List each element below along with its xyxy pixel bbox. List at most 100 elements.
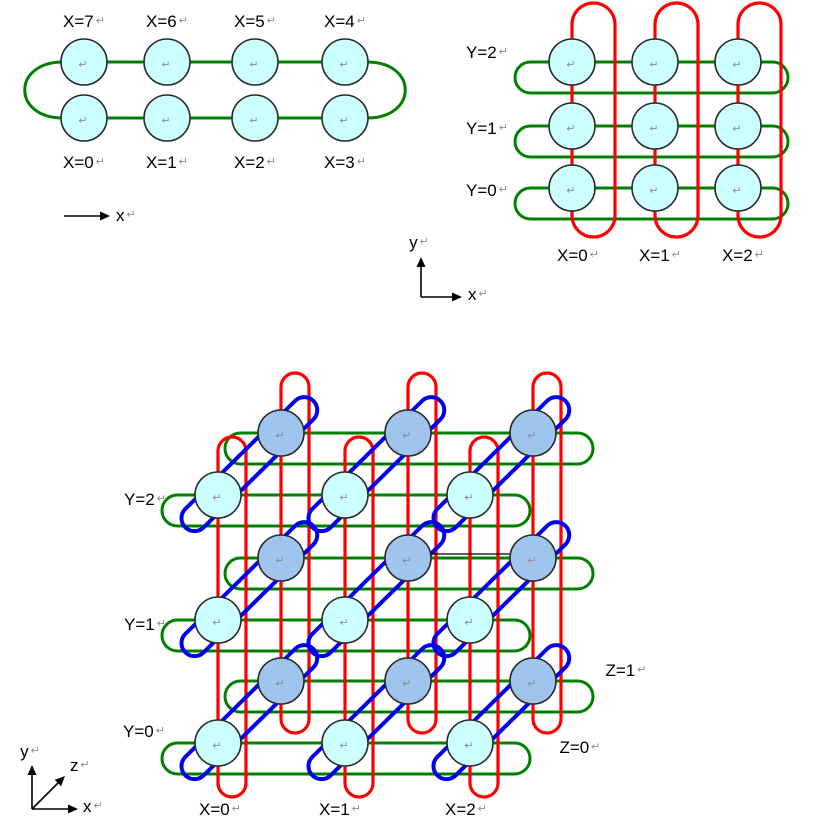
node-row-bottom	[143, 94, 191, 142]
z-wrap-loop-shape	[431, 395, 572, 534]
torus-node	[714, 164, 762, 212]
label-text: X=0	[199, 800, 230, 819]
return-mark: ↵	[478, 803, 487, 815]
z-wrap-loop-shape	[431, 643, 572, 782]
node-return-glyph: ↵	[464, 617, 473, 629]
label-text: X=0	[557, 246, 588, 265]
return-mark: ↵	[499, 122, 508, 134]
node-return-glyph: ↵	[212, 492, 221, 504]
axis-arrowhead	[416, 257, 426, 267]
return-mark: ↵	[267, 15, 276, 27]
row-label: Y=0↵	[123, 722, 165, 741]
torus-node-back	[509, 534, 557, 582]
torus-node	[548, 38, 596, 86]
node-return-glyph: ↵	[249, 115, 258, 127]
node-label-top: X=5↵	[234, 12, 276, 31]
label-text: Z=0	[560, 738, 590, 757]
node-return-glyph: ↵	[249, 59, 258, 71]
axis-x-label: x↵	[116, 206, 136, 225]
torus-node	[631, 164, 679, 212]
torus-node-front	[446, 471, 494, 519]
x-wrap-arc-left	[23, 60, 64, 120]
label-text: X=2	[445, 800, 476, 819]
return-mark: ↵	[590, 249, 599, 261]
node-return-glyph: ↵	[161, 59, 170, 71]
axis-x-label: x↵	[83, 797, 103, 816]
node-return-glyph: ↵	[275, 430, 284, 442]
node-return-glyph: ↵	[275, 555, 284, 567]
z-wrap-loop-shape	[179, 643, 320, 782]
label-text: X=7	[63, 12, 94, 31]
label-text: X=3	[324, 153, 355, 172]
label-text: X=2	[234, 153, 265, 172]
return-mark: ↵	[479, 288, 488, 300]
return-mark: ↵	[591, 741, 600, 753]
node-return-glyph: ↵	[339, 115, 348, 127]
return-mark: ↵	[156, 725, 165, 737]
label-text: Z=1	[606, 661, 636, 680]
axis-x-label: x↵	[468, 285, 488, 304]
col-label: X=2↵	[722, 246, 764, 265]
node-row-top	[321, 38, 369, 86]
label-text: X=1	[639, 246, 670, 265]
return-mark: ↵	[96, 156, 105, 168]
node-row-top	[143, 38, 191, 86]
axis-arrowhead	[54, 776, 65, 787]
node-return-glyph: ↵	[527, 430, 536, 442]
torus-node	[631, 102, 679, 150]
return-mark: ↵	[357, 15, 366, 27]
node-return-glyph: ↵	[339, 492, 348, 504]
node-label-top: X=6↵	[146, 12, 188, 31]
row-label: Y=1↵	[124, 615, 166, 634]
col-label: X=1↵	[639, 246, 681, 265]
node-return-glyph: ↵	[527, 555, 536, 567]
z-wrap-loop	[179, 395, 320, 534]
label-text: Y=1	[466, 119, 497, 138]
return-mark: ↵	[267, 156, 276, 168]
col-label: X=1↵	[319, 800, 361, 819]
node-return-glyph: ↵	[212, 617, 221, 629]
label-text: X=1	[319, 800, 350, 819]
torus-node-back	[509, 657, 557, 705]
node-return-glyph: ↵	[402, 678, 411, 690]
return-mark: ↵	[81, 759, 90, 771]
node-return-glyph: ↵	[732, 59, 741, 71]
label-text: Y=0	[123, 722, 154, 741]
label-text: X=4	[324, 12, 355, 31]
label-text: X=5	[234, 12, 265, 31]
z-wrap-loop	[179, 643, 320, 782]
return-mark: ↵	[94, 800, 103, 812]
node-row-bottom	[321, 94, 369, 142]
torus-node-front	[321, 596, 369, 644]
node-return-glyph: ↵	[339, 59, 348, 71]
label-text: y	[20, 742, 29, 761]
node-label-bottom: X=1↵	[146, 153, 188, 172]
col-label: X=0↵	[557, 246, 599, 265]
node-return-glyph: ↵	[732, 185, 741, 197]
z-wrap-loop	[306, 643, 447, 782]
x-wrap-arc-right	[366, 60, 407, 120]
node-row-bottom	[60, 94, 108, 142]
torus-node-front	[321, 471, 369, 519]
return-mark: ↵	[672, 249, 681, 261]
node-return-glyph: ↵	[339, 617, 348, 629]
torus-node-back	[257, 409, 305, 457]
torus-node-back	[384, 534, 432, 582]
node-label-bottom: X=3↵	[324, 153, 366, 172]
label-text: Y=0	[466, 181, 497, 200]
return-mark: ↵	[31, 745, 40, 757]
label-text: z	[70, 756, 79, 775]
axis-arrowhead	[27, 765, 37, 775]
label-text: X=6	[146, 12, 177, 31]
node-return-glyph: ↵	[339, 740, 348, 752]
z-wrap-loop	[431, 520, 572, 659]
diagram-1d-torus: ↵↵X=7↵X=0↵↵↵X=6↵X=1↵↵↵X=5↵X=2↵↵↵X=4↵X=3↵	[23, 12, 407, 172]
axis-arrowhead	[68, 804, 78, 814]
return-mark: ↵	[352, 803, 361, 815]
return-mark: ↵	[127, 209, 136, 221]
label-text: x	[116, 206, 125, 225]
z-front-label: Z=0↵	[560, 738, 601, 757]
torus-node	[714, 38, 762, 86]
torus-node-back	[257, 657, 305, 705]
